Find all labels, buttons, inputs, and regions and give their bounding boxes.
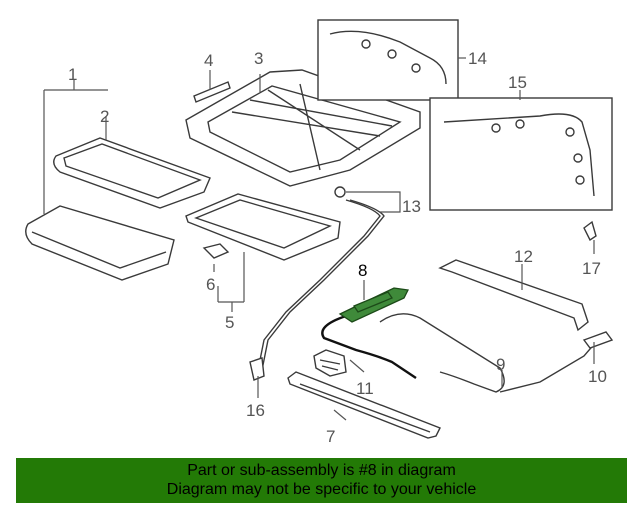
callout-1: 1 xyxy=(68,65,77,84)
callout-8-highlighted: 8 xyxy=(358,261,367,280)
part-16-hose-end xyxy=(249,357,265,381)
callout-15: 15 xyxy=(508,73,527,92)
callout-10: 10 xyxy=(588,367,607,386)
part-sunshade xyxy=(185,193,341,261)
part-10-clip xyxy=(582,331,614,349)
callout-3: 3 xyxy=(254,49,263,68)
banner-line-part-number: Part or sub-assembly is #8 in diagram xyxy=(187,462,456,479)
part-17-clip xyxy=(583,220,597,242)
part-14-assembly-box xyxy=(317,19,459,101)
callout-11: 11 xyxy=(356,379,374,398)
leader-lines xyxy=(43,57,595,421)
part-6-clip xyxy=(202,243,230,259)
callout-9: 9 xyxy=(496,355,505,374)
callout-12: 12 xyxy=(514,247,533,266)
callout-14: 14 xyxy=(468,49,487,68)
callout-7: 7 xyxy=(326,427,335,446)
part-13-cable xyxy=(257,186,385,371)
part-15-assembly-box xyxy=(429,97,613,211)
part-glass-panel xyxy=(25,205,175,281)
part-seal-ring xyxy=(53,137,211,209)
callout-5: 5 xyxy=(225,313,234,332)
part-8-highlighted-assembly xyxy=(321,287,417,379)
part-12-guide xyxy=(438,259,589,332)
part-4-strip xyxy=(193,81,231,103)
callout-17: 17 xyxy=(582,259,601,278)
callout-4: 4 xyxy=(204,51,213,70)
callout-13: 13 xyxy=(402,197,421,216)
part-11-motor xyxy=(313,349,347,377)
part-9-drain-tube xyxy=(379,313,597,393)
banner-line-disclaimer: Diagram may not be specific to your vehi… xyxy=(166,481,477,498)
info-banner: Part or sub-assembly is #8 in diagram Di… xyxy=(16,458,627,503)
callout-2: 2 xyxy=(100,107,109,126)
callout-6: 6 xyxy=(206,275,215,294)
parts-diagram: 1 2 3 4 5 6 7 8 9 10 11 12 13 14 15 16 1… xyxy=(25,19,614,446)
part-7-rail xyxy=(287,371,441,439)
callout-16: 16 xyxy=(246,401,265,420)
